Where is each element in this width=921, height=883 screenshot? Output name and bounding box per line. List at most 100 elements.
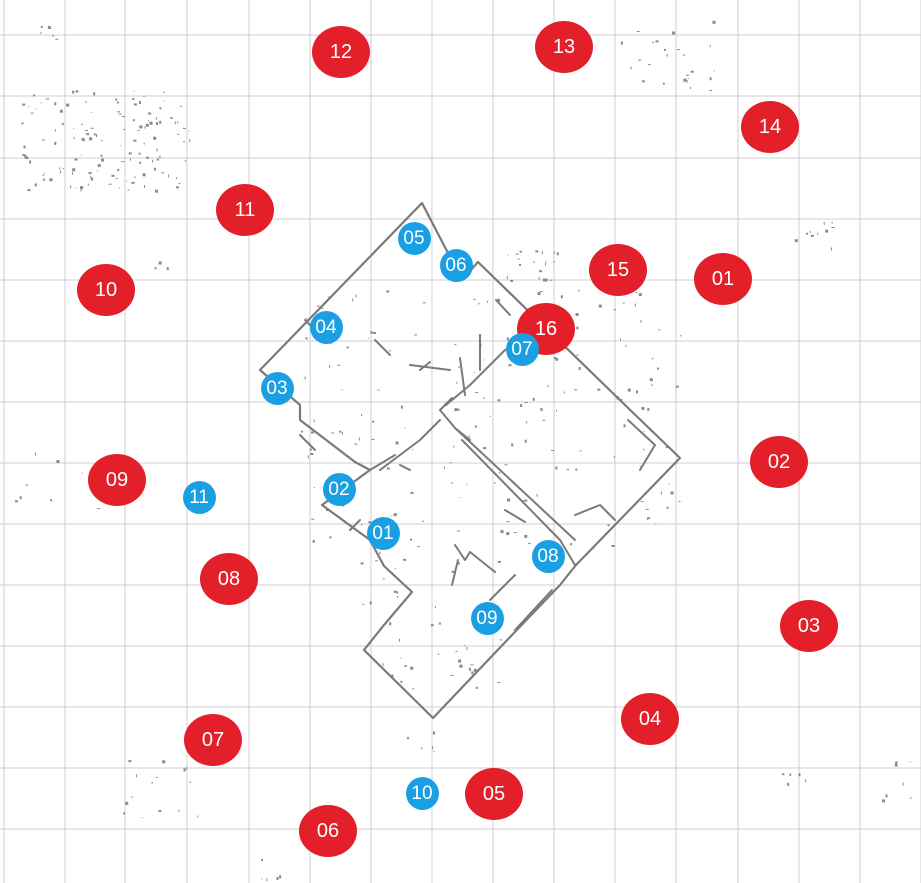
inner-marker-06[interactable]: 06 [439,248,473,282]
scan-point [85,100,87,103]
scan-point [679,335,682,337]
scan-point [412,688,415,690]
scan-point [184,160,186,163]
interior-wall [504,509,526,523]
scan-point [93,133,96,136]
scan-point [575,468,578,471]
outer-marker-13[interactable]: 13 [535,21,593,73]
scan-point [311,431,314,434]
scan-point [638,293,642,297]
inner-marker-03[interactable]: 03 [260,371,294,405]
inner-marker-05[interactable]: 05 [397,221,431,255]
scan-noise [15,20,912,882]
scan-point [175,186,179,189]
scan-point [66,103,70,107]
scan-point [138,152,141,155]
scan-point [149,121,153,125]
scan-point [532,261,535,263]
outer-marker-07[interactable]: 07 [184,714,242,766]
scan-point [108,183,112,185]
outer-marker-02[interactable]: 02 [750,436,808,488]
outer-marker-01[interactable]: 01 [694,253,752,305]
scan-point [456,381,458,384]
scan-point [155,116,157,120]
scan-point [665,446,668,449]
scan-point [805,779,807,783]
scan-point [396,591,399,594]
inner-marker-04[interactable]: 04 [309,310,343,344]
scan-point [555,466,558,470]
scan-point [647,407,650,411]
scan-point [422,302,426,304]
scan-point [555,357,559,361]
scan-point [185,766,187,770]
outer-marker-14[interactable]: 14 [741,101,799,153]
scan-point [73,137,75,140]
scan-point [645,508,649,510]
scan-point [91,111,92,113]
outer-marker-06[interactable]: 06 [299,805,357,857]
scan-point [276,877,279,880]
outer-marker-10[interactable]: 10 [77,264,135,316]
inner-marker-02[interactable]: 02 [322,472,356,506]
scan-point [341,389,343,391]
scan-point [355,294,357,298]
scan-point [456,530,460,532]
outer-marker-05[interactable]: 05 [465,768,523,820]
inner-marker-07[interactable]: 07 [505,332,539,366]
inner-marker-08[interactable]: 08 [531,539,565,573]
scan-point [539,291,543,292]
scan-point [156,122,158,125]
scan-point [507,498,511,502]
scan-point [666,53,668,57]
interior-wall [454,427,471,441]
interior-wall [419,361,431,371]
scan-point [154,267,157,270]
inner-marker-10[interactable]: 10 [405,776,439,810]
scan-point [87,183,89,186]
scan-point [377,389,380,391]
scan-point [34,183,37,187]
scan-point [546,385,549,387]
scan-point [577,290,580,292]
scan-point [515,253,519,255]
outer-marker-11[interactable]: 11 [216,184,274,236]
interior-wall [454,544,496,573]
interior-wall [349,519,361,531]
inner-marker-01[interactable]: 01 [366,516,400,550]
outer-marker-15[interactable]: 15 [589,244,647,296]
scan-point [59,167,61,170]
outer-marker-04[interactable]: 04 [621,693,679,745]
inner-marker-09[interactable]: 09 [470,601,504,635]
scan-point [73,128,75,130]
scan-point [545,260,547,262]
scan-point [127,189,130,191]
outer-marker-03[interactable]: 03 [780,600,838,652]
scan-point [188,130,190,132]
scan-point [61,123,64,126]
scan-point [817,232,819,235]
outer-marker-09[interactable]: 09 [88,454,146,506]
scan-point [342,505,345,507]
scan-point [301,430,304,433]
scan-point [170,117,173,119]
outer-marker-08[interactable]: 08 [200,553,258,605]
scan-point [497,298,501,302]
outer-marker-12[interactable]: 12 [312,26,370,78]
interior-wall [374,339,391,356]
scan-point [483,447,487,450]
scan-point [43,178,46,181]
scan-point [28,106,30,108]
scan-point [563,391,565,394]
scan-point [434,606,436,609]
inner-marker-11[interactable]: 11 [182,480,216,514]
scan-point [709,44,711,47]
scan-point [115,98,118,101]
scan-point [432,746,434,750]
scan-point [519,250,522,253]
scan-point [712,20,716,24]
interior-wall [439,409,576,541]
scan-point [660,491,662,495]
scan-point [148,119,149,121]
